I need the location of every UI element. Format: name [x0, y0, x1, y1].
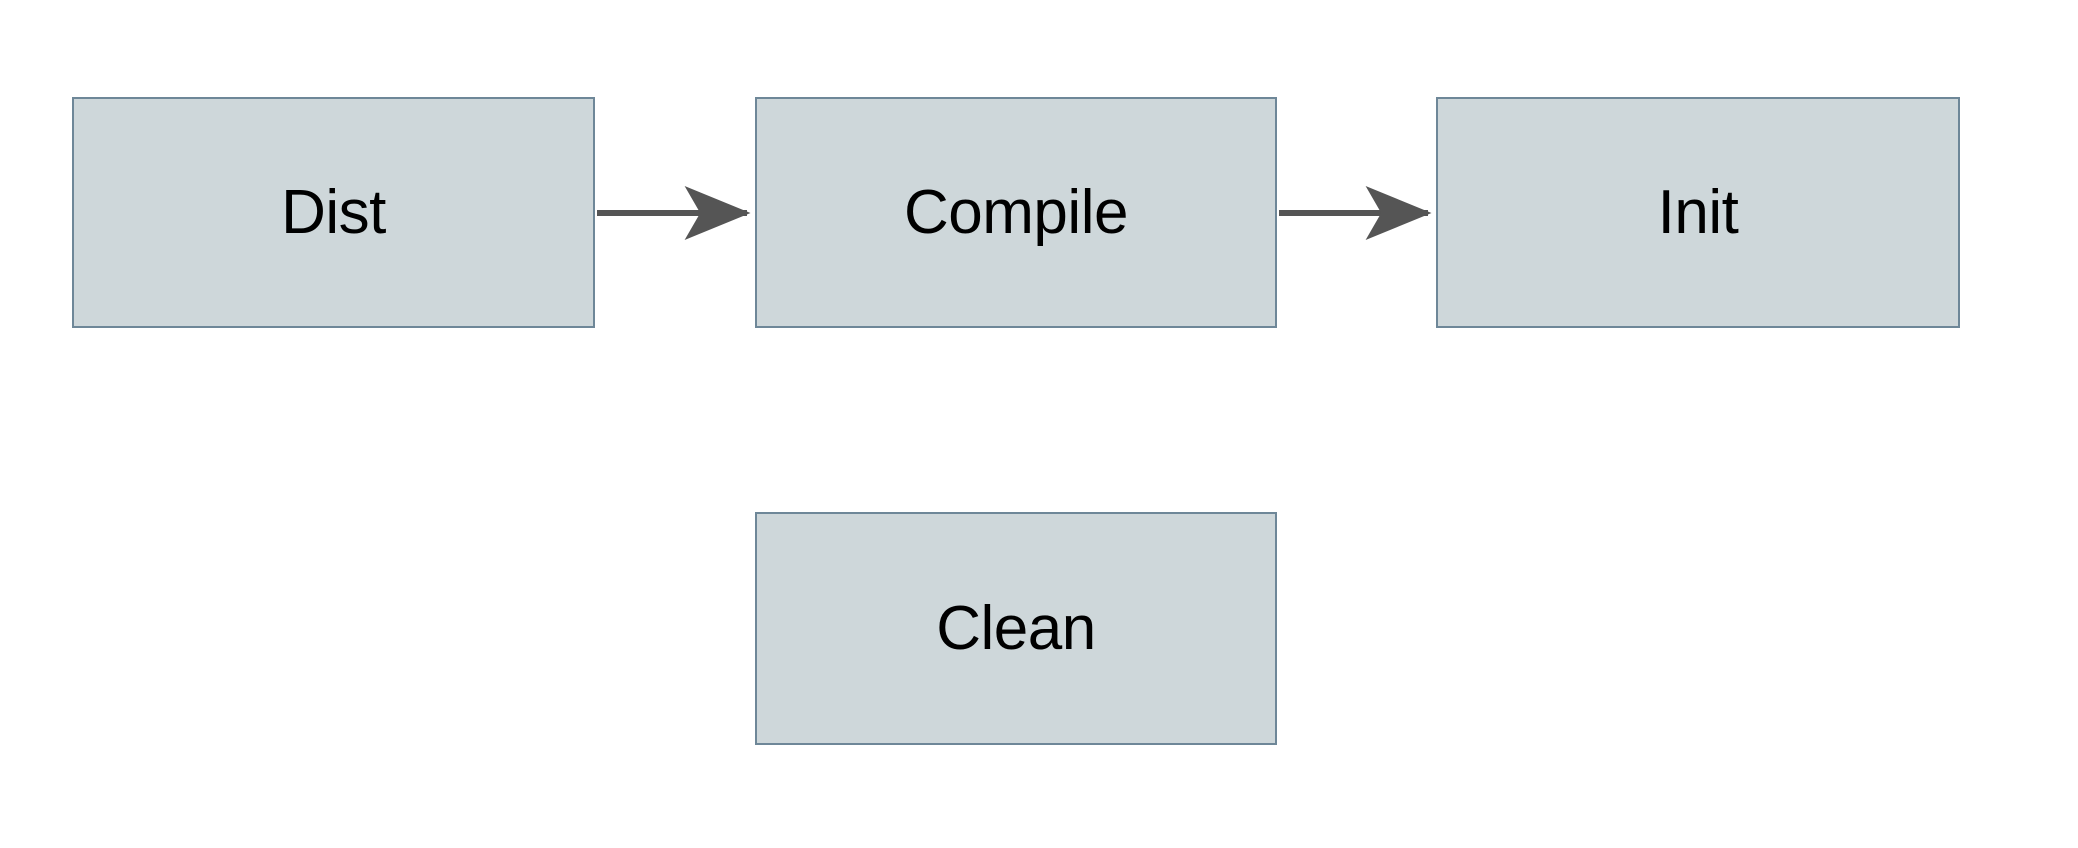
node-dist-label: Dist	[281, 177, 386, 247]
node-init[interactable]: Init	[1436, 97, 1960, 328]
node-compile[interactable]: Compile	[755, 97, 1277, 328]
node-dist[interactable]: Dist	[72, 97, 595, 328]
node-init-label: Init	[1657, 177, 1739, 247]
node-clean[interactable]: Clean	[755, 512, 1277, 745]
node-compile-label: Compile	[904, 177, 1128, 247]
node-clean-label: Clean	[936, 593, 1096, 663]
